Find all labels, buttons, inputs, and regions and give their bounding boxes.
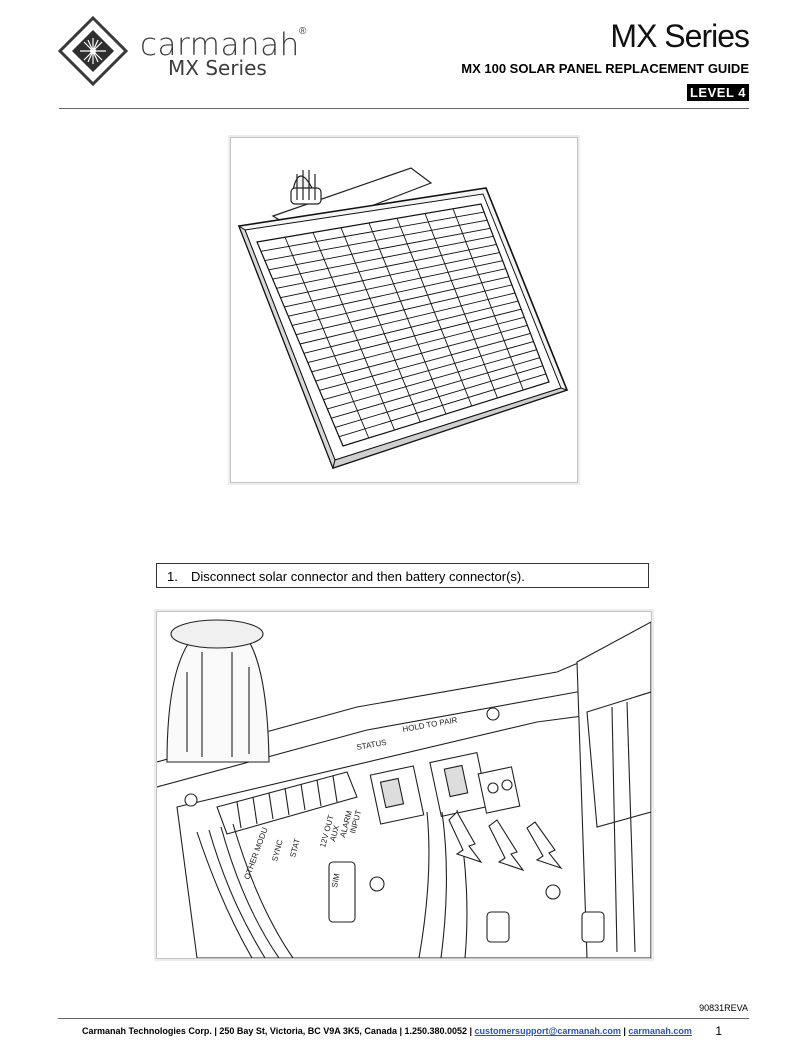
footer-separator: | (620, 1026, 629, 1036)
registered-mark: ® (299, 26, 307, 37)
step-number: 1. (167, 569, 178, 584)
series-title: MX Series (610, 18, 750, 54)
header-divider (59, 108, 749, 109)
logo-subtitle: MX Series (168, 56, 267, 80)
support-email-link[interactable]: customersupport@carmanah.com (474, 1026, 621, 1036)
step-text: Disconnect solar connector and then batt… (191, 569, 525, 584)
document-code: 90831REVA (699, 1003, 748, 1013)
solar-panel-illustration (237, 167, 569, 470)
company-info: Carmanah Technologies Corp. | 250 Bay St… (82, 1026, 475, 1036)
step-instruction: 1. Disconnect solar connector and then b… (156, 563, 649, 588)
carmanah-star-icon (58, 16, 128, 86)
solar-panel-figure (230, 137, 578, 483)
page-number: 1 (715, 1024, 722, 1038)
level-badge: LEVEL 4 (686, 84, 749, 101)
website-link[interactable]: carmanah.com (628, 1026, 692, 1036)
connector-disconnect-illustration: STATUS HOLD TO PAIR SIM OTHER MODU SYNC … (157, 619, 651, 958)
connector-figure: STATUS HOLD TO PAIR SIM OTHER MODU SYNC … (156, 611, 652, 959)
footer-contact: Carmanah Technologies Corp. | 250 Bay St… (82, 1026, 692, 1036)
guide-title: MX 100 SOLAR PANEL REPLACEMENT GUIDE (461, 61, 749, 76)
footer-divider (58, 1018, 749, 1019)
sim-label: SIM (330, 872, 341, 888)
status-label: STATUS (356, 738, 387, 752)
aux-label: AUX (328, 824, 341, 843)
carmanah-logo: carmanah ® MX Series (58, 16, 318, 96)
logo-wordmark: carmanah (140, 27, 300, 63)
